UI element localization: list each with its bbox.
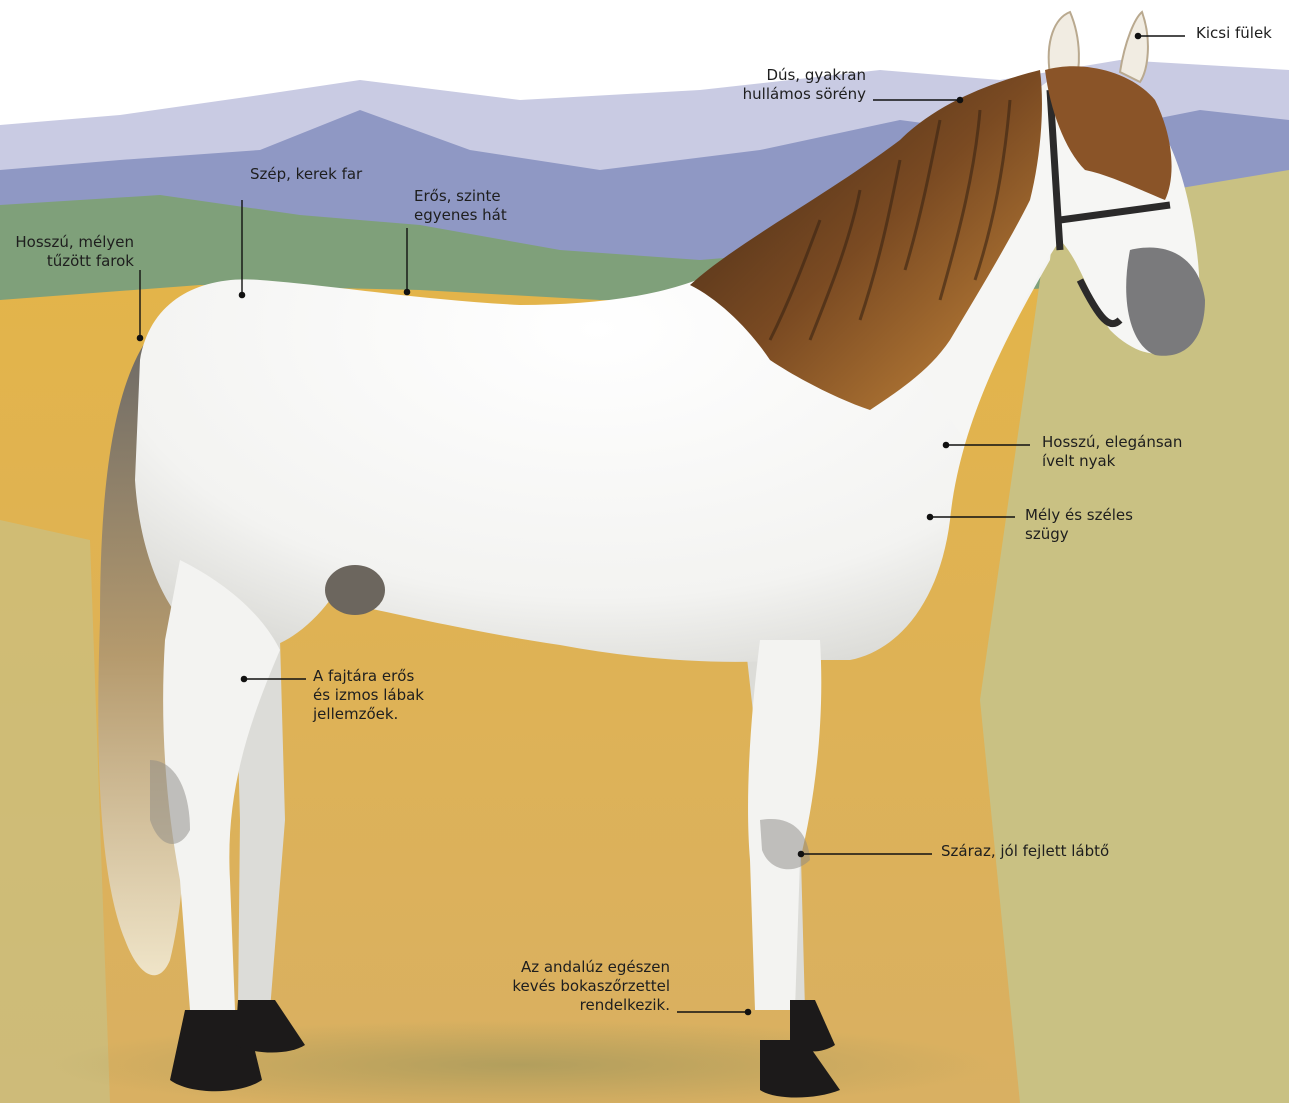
label-cannon: Száraz, jól fejlett lábtő xyxy=(941,842,1109,861)
dot-neck xyxy=(943,442,948,447)
dot-cannon xyxy=(798,851,803,856)
sheath xyxy=(325,565,385,615)
dot-chest xyxy=(927,514,932,519)
label-ears: Kicsi fülek xyxy=(1196,24,1272,43)
dot-mane xyxy=(957,97,962,102)
dot-croup xyxy=(239,292,244,297)
dot-feathering xyxy=(745,1009,750,1014)
label-feathering: Az andalúz egészen kevés bokaszőrzettel … xyxy=(470,958,670,1015)
dot-tail xyxy=(137,335,142,340)
label-neck: Hosszú, elegánsan ívelt nyak xyxy=(1042,433,1182,471)
label-legs: A fajtára erős és izmos lábak jellemzőek… xyxy=(313,667,424,724)
label-back: Erős, szinte egyenes hát xyxy=(414,187,507,225)
label-tail: Hosszú, mélyen tűzött farok xyxy=(4,233,134,271)
label-croup: Szép, kerek far xyxy=(250,165,362,184)
dot-ears xyxy=(1135,33,1140,38)
dot-back xyxy=(404,289,409,294)
label-mane: Dús, gyakran hullámos sörény xyxy=(720,66,866,104)
label-chest: Mély és széles szügy xyxy=(1025,506,1133,544)
dot-legs xyxy=(241,676,246,681)
